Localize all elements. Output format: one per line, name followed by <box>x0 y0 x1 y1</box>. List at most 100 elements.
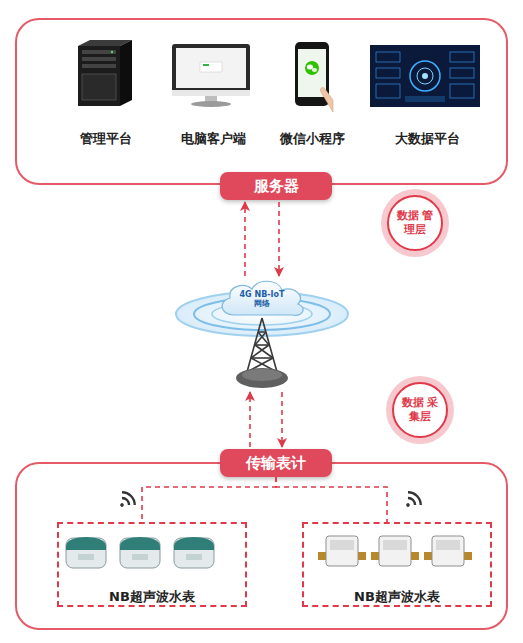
meter-fitting <box>371 552 379 560</box>
badge-disc <box>393 383 447 437</box>
tower-brace <box>255 332 266 345</box>
network-cloud: 4G NB-IoT网络 <box>214 278 310 390</box>
platform-tile: 管理平台 <box>56 42 156 152</box>
dashboard-screen <box>370 45 480 107</box>
monitor-screen <box>176 48 246 88</box>
label-holder: 大数据平台 <box>367 130 487 148</box>
dashboard-panel <box>376 68 400 78</box>
platform-tile: 微信小程序 <box>262 42 362 152</box>
tower-brace <box>251 357 273 359</box>
section-title: 服务器 <box>254 177 299 196</box>
monitor-icon <box>172 44 250 107</box>
wifi-arc <box>122 490 137 505</box>
water-meter <box>424 536 472 566</box>
meter-fitting <box>424 552 432 560</box>
label-holder: 电脑客户端 <box>163 130 263 148</box>
platform-label: 管理平台 <box>56 130 156 148</box>
phone-icon <box>295 42 333 112</box>
meter-group: NB超声波水表 <box>57 522 247 607</box>
server-front <box>78 46 120 106</box>
layer-name: 数据 采集层 <box>399 396 441 424</box>
wifi-arc <box>408 496 417 505</box>
water-meter <box>174 537 214 568</box>
meter-body <box>432 536 464 566</box>
label-holder: 数据 采集层 <box>399 396 441 424</box>
meter-body <box>120 538 160 568</box>
dashboard-panel <box>450 68 474 78</box>
tower-base <box>242 369 282 381</box>
server-panel <box>82 74 116 100</box>
dashboard-icon <box>370 45 480 107</box>
monitor-frame <box>172 44 250 96</box>
layer-name: 数据 管理层 <box>394 209 436 237</box>
group-label: NB超声波水表 <box>304 588 490 606</box>
cloud-shape <box>222 281 303 315</box>
group-label: NB超声波水表 <box>59 588 245 606</box>
screen-dialog <box>200 62 222 72</box>
meter-group: NB超声波水表 <box>302 522 492 607</box>
server-slot <box>82 50 116 54</box>
dashboard-ring <box>417 68 433 84</box>
tower-symbol <box>247 318 277 372</box>
dashboard-panel <box>376 52 400 62</box>
meter-display <box>186 554 202 560</box>
network-label: 4G NB-IoT网络 <box>239 290 285 308</box>
platform-label: 大数据平台 <box>367 130 487 148</box>
layer-panel: 服务器管理平台电脑客户端微信小程序大数据平台 <box>15 18 508 185</box>
water-meter <box>120 537 160 568</box>
section-pill: 服务器 <box>220 172 332 200</box>
water-meter <box>318 536 366 566</box>
wechat-bubble <box>307 65 313 70</box>
meter-body <box>66 538 106 568</box>
water-meter <box>371 536 419 566</box>
wifi-arc <box>408 490 423 505</box>
dashboard-bar <box>405 96 445 102</box>
server-led <box>111 51 113 53</box>
dashed-connector <box>278 202 280 276</box>
platform-tile: 大数据平台 <box>367 42 487 152</box>
tower-brace <box>251 345 269 358</box>
server-icon <box>78 40 132 106</box>
label-holder: 4G NB-IoT网络 <box>239 290 285 308</box>
section-title: 传输表计 <box>246 454 306 473</box>
label-holder: 数据 管理层 <box>394 209 436 237</box>
meter-display <box>78 554 94 560</box>
wifi-dot <box>119 502 124 507</box>
platform-label: 微信小程序 <box>262 130 362 148</box>
meter-fitting <box>464 552 472 560</box>
meter-fitting <box>358 552 366 560</box>
layer-panel: 传输表计NB超声波水表NB超声波水表 <box>15 462 508 630</box>
label-holder: 微信小程序 <box>262 130 362 148</box>
dashboard-core <box>422 73 428 79</box>
meter-fitting <box>318 552 326 560</box>
wifi-arc <box>122 496 131 505</box>
server-slot <box>82 64 116 68</box>
layer-badge: 数据 采集层 <box>385 375 455 445</box>
wifi-dot <box>405 502 410 507</box>
meter-display <box>436 540 460 550</box>
wechat-logo <box>305 61 319 75</box>
meter-lid <box>66 537 106 550</box>
dashboard-panel <box>450 84 474 98</box>
label-holder: 管理平台 <box>56 130 156 148</box>
finger <box>320 88 333 112</box>
label-holder: NB超声波水表 <box>304 588 490 606</box>
dashboard-ring <box>410 61 440 91</box>
badge-halo <box>381 189 449 257</box>
tower-brace <box>255 345 273 358</box>
dashboard-panel <box>450 52 474 62</box>
tower-base <box>236 368 288 388</box>
dashboard-panel <box>376 84 400 98</box>
screen-logo <box>203 64 209 66</box>
wechat-bubble <box>312 68 317 72</box>
badge-disc <box>388 196 442 250</box>
dashed-connector <box>276 477 387 522</box>
meter-lid <box>120 537 160 550</box>
dashed-connector <box>249 392 251 447</box>
dashed-connector <box>281 392 283 447</box>
water-meter <box>66 537 106 568</box>
meter-lid <box>174 537 214 550</box>
